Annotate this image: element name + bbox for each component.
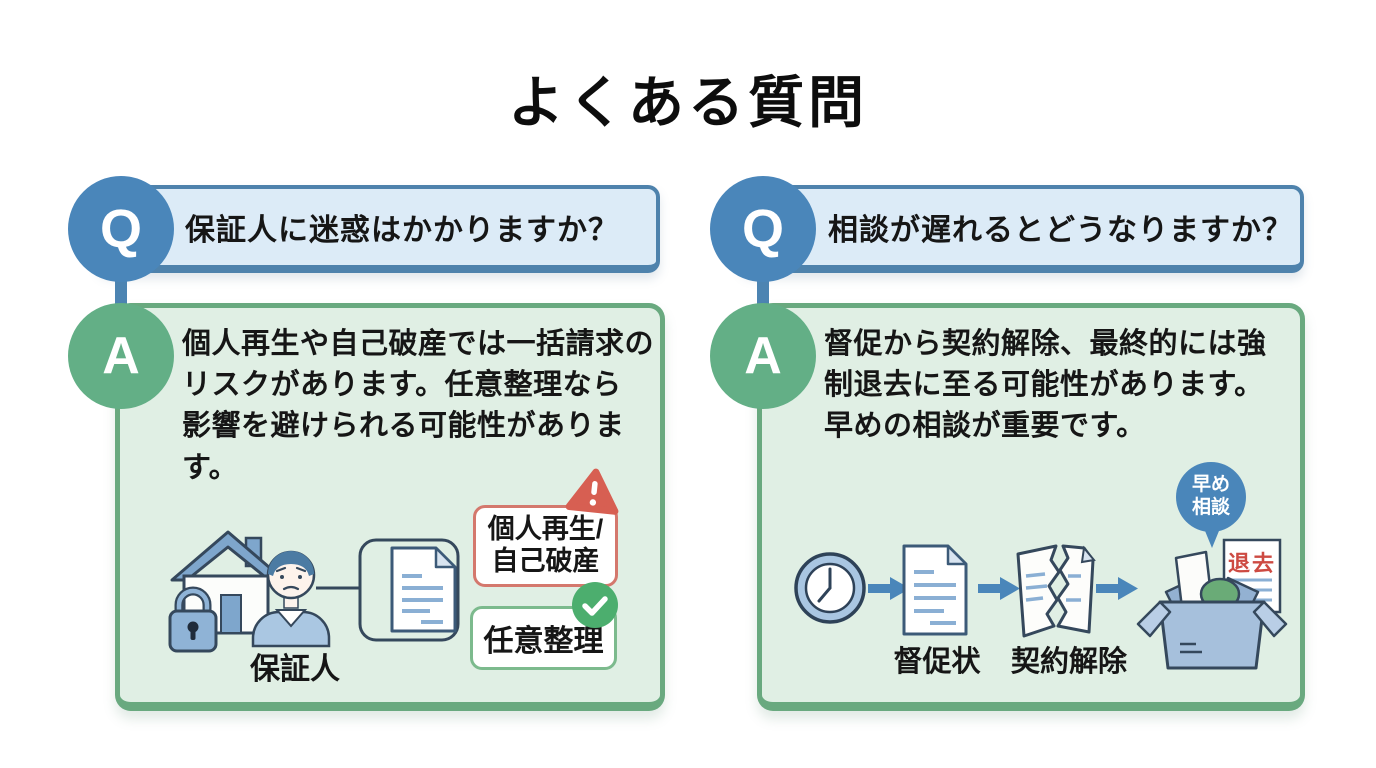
sad-mouth <box>282 585 300 591</box>
a-badge-left: A <box>68 303 174 409</box>
guarantor-illustration <box>168 530 460 653</box>
consult-bubble: 早め 相談 <box>1176 462 1246 532</box>
answer-card-right: 督促から契約解除、最終的には強 制退去に至る可能性があります。 早めの相談が重要… <box>757 303 1305 711</box>
guarantor-label: 保証人 <box>250 653 340 686</box>
answer-card-left: 個人再生や自己破産では一括請求の リスクがあります。任意整理なら 影響を避けられ… <box>115 303 665 711</box>
timeline-illustration <box>794 526 1288 670</box>
question-bar-left: 保証人に迷惑はかかりますか？ <box>97 185 660 273</box>
warning-icon <box>565 468 619 515</box>
question-text-right: 相談が遅れるとどうなりますか？ <box>828 214 1293 247</box>
step2-label: 契約解除 <box>1010 646 1127 678</box>
risk-label-box: 個人再生/ 自己破産 <box>473 505 618 587</box>
moving-box-icon <box>1136 550 1288 670</box>
answer-text-right: 督促から契約解除、最終的には強 制退去に至る可能性があります。 早めの相談が重要… <box>824 328 1267 443</box>
question-text-left: 保証人に迷惑はかかりますか？ <box>185 214 619 247</box>
door-icon <box>220 594 242 634</box>
page-title: よくある質問 <box>508 71 868 134</box>
arrow-icon-1 <box>868 577 910 600</box>
arrow-icon-2 <box>978 577 1020 600</box>
q-badge-left: Q <box>68 176 174 282</box>
person-hair <box>268 551 314 576</box>
check-icon <box>572 582 618 628</box>
step1-label: 督促状 <box>893 646 981 678</box>
q-badge-right: Q <box>710 176 816 282</box>
answer-text-left: 個人再生や自己破産では一括請求の リスクがあります。任意整理なら 影響を避けられ… <box>182 328 655 484</box>
a-badge-right: A <box>710 303 816 409</box>
question-bar-right: 相談が遅れるとどうなりますか？ <box>740 185 1304 273</box>
arrow-icon-3 <box>1096 577 1138 600</box>
torn-contract-icon <box>1016 544 1096 638</box>
eviction-label: 退去 <box>1227 551 1276 576</box>
padlock-shackle <box>176 588 210 611</box>
